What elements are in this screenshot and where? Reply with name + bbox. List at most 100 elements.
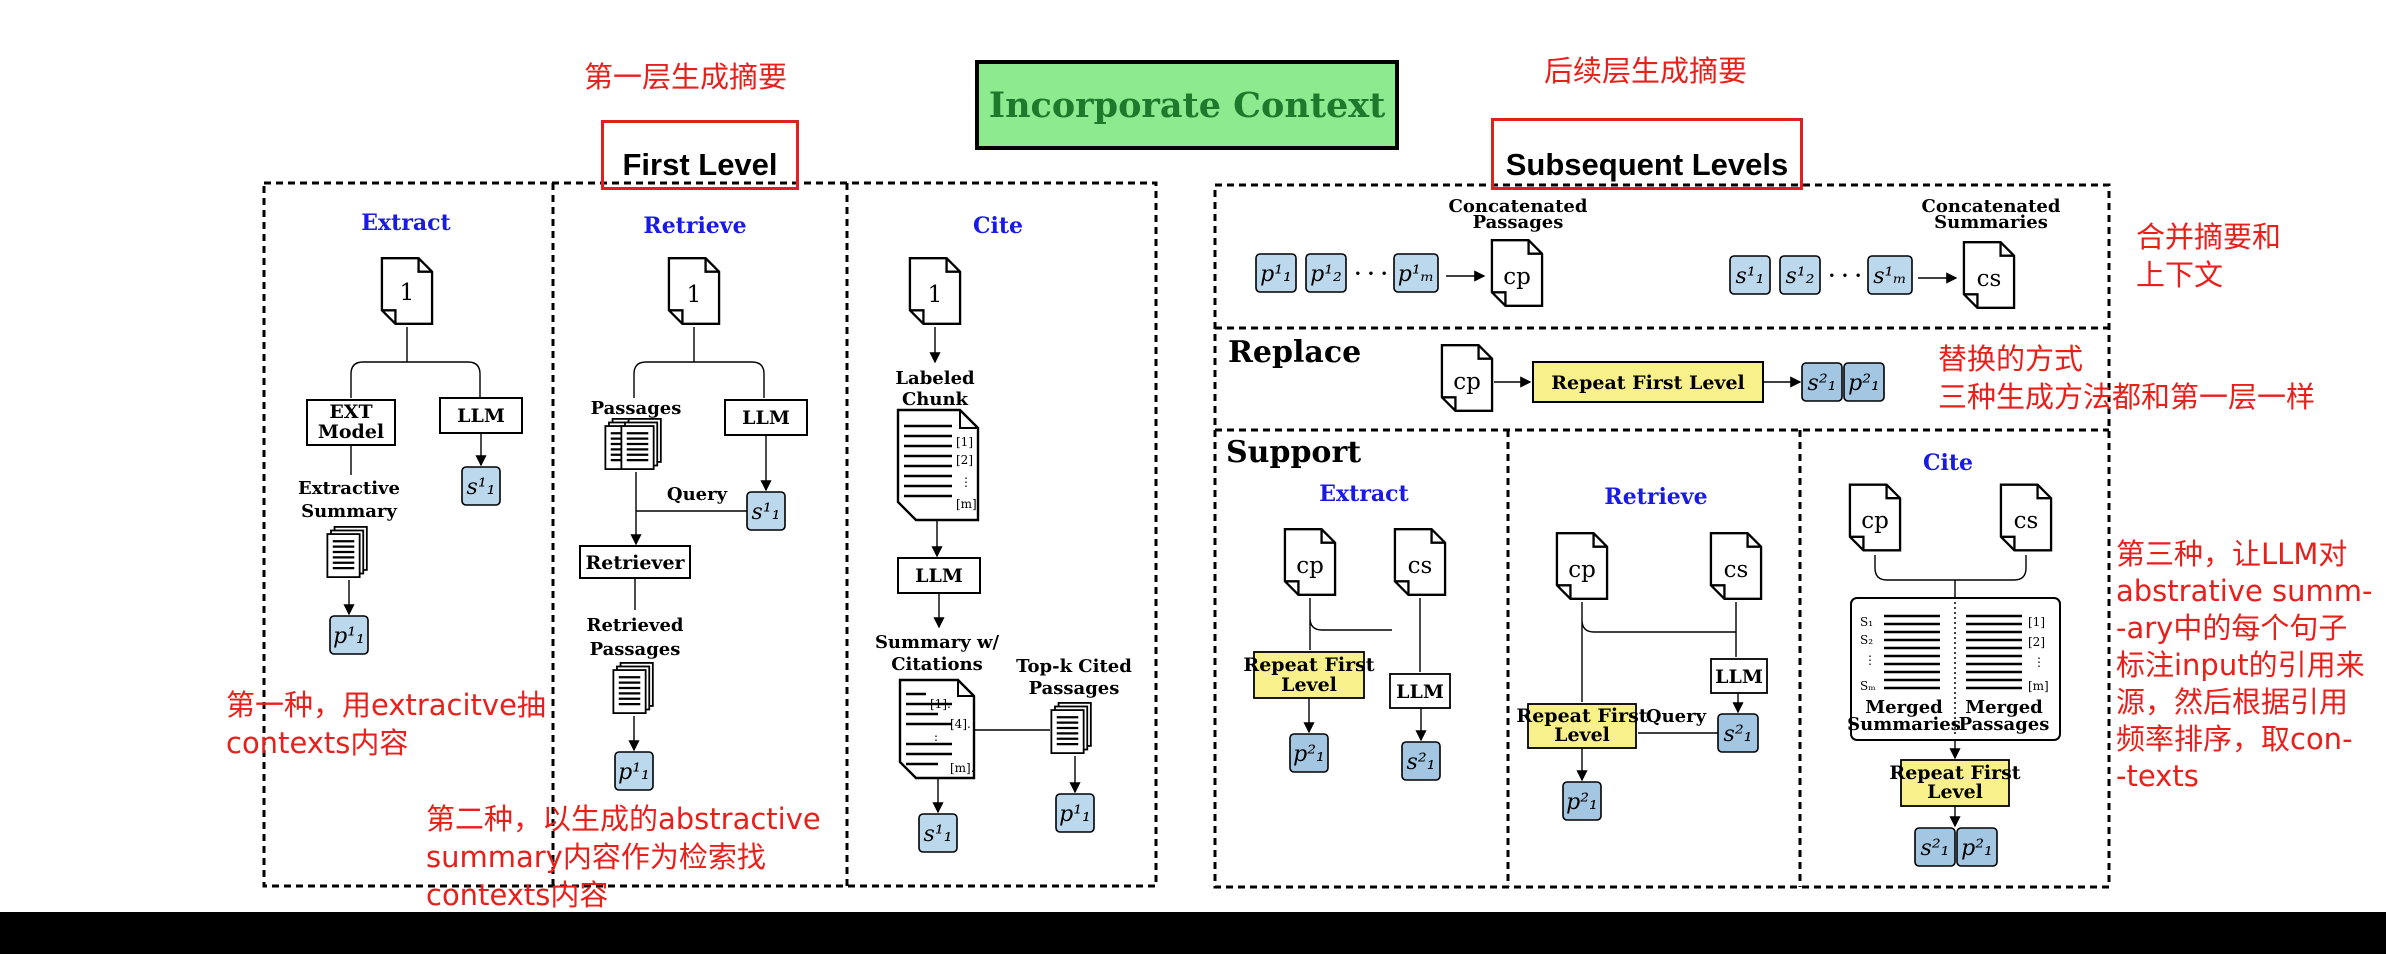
concat-passages-label-1: Concatenated (1449, 196, 1588, 217)
extractive-summary-label-1: Extractive (298, 478, 400, 499)
note-merge: 合并摘要和 上下文 (2136, 220, 2282, 292)
support-retrieve-title: Retrieve (1604, 484, 1707, 510)
support-retrieve-repeat-label-2: Level (1554, 724, 1610, 746)
support-extract-p-token-label: p²₁ (1293, 742, 1325, 767)
support-cite-s-token (1914, 827, 1956, 867)
extract-p-token-label: p¹₁ (333, 624, 365, 649)
summary-tag-1: [1]. (930, 697, 951, 711)
concat-p-token-m-label: p¹ₘ (1398, 262, 1434, 287)
support-extract-repeat-label-1: Repeat First (1243, 654, 1374, 676)
retrieve-p-token-label: p¹₁ (618, 760, 650, 785)
merged-passages-label-2: Passages (1959, 714, 2050, 735)
note-first-level: 第一层生成摘要 (584, 60, 788, 94)
concat-s-token-1-label: s¹₁ (1736, 264, 1765, 289)
support-extract-llm-box (1389, 673, 1451, 709)
concat-p-token-m (1393, 253, 1439, 293)
retrieve-s-token-label: s¹₁ (752, 500, 781, 525)
labeled-chunk-document-icon (896, 408, 980, 522)
summary-citations-label-2: Citations (891, 654, 983, 675)
merged-summaries-label-1: Merged (1865, 697, 1943, 718)
retrieve-llm-box (724, 399, 808, 436)
note-replace: 替换的方式 三种生成方法都和第一层一样 (1938, 342, 2316, 414)
merged-summaries-label-2: Summaries (1847, 714, 1961, 735)
replace-p-token (1843, 362, 1885, 402)
note-subsequent-levels: 后续层生成摘要 (1544, 54, 1748, 88)
chunk-tag-3: ⋮ (960, 475, 972, 489)
concat-s-token-2-label: s¹₂ (1786, 264, 1815, 289)
retrieved-passages-label-2: Passages (590, 639, 681, 660)
replace-title: Replace (1228, 335, 1361, 370)
support-retrieve-llm-box (1710, 658, 1768, 694)
support-retrieve-s-token-label: s²₁ (1724, 722, 1753, 747)
subsequent-frame (1213, 183, 2111, 889)
note-retrieve: 第二种，以生成的abstractive summary内容作为检索找 conte… (426, 802, 821, 912)
concat-p-token-1-label: p¹₁ (1260, 262, 1292, 287)
merged-p-tag-3: ⋮ (2033, 655, 2045, 669)
retrieve-p-token (614, 751, 654, 791)
note-cite: 第三种，让LLM对 abstrative summ- -ary中的每个句子 标注… (2116, 537, 2373, 793)
first-level-heading: First Level (601, 120, 799, 190)
retrieve-branch-lines (633, 327, 765, 398)
retriever-label: Retriever (585, 552, 685, 574)
support-extract-lines (1309, 598, 1421, 672)
cite-document-label: 1 (928, 282, 943, 308)
retrieve-llm-label: LLM (742, 407, 790, 429)
support-extract-p-token (1289, 733, 1329, 773)
merged-summaries-lines (1884, 614, 1940, 690)
support-cite-p-token-label: p²₁ (1961, 836, 1993, 861)
ext-model-label-2: Model (318, 421, 384, 443)
retriever-box (579, 545, 691, 579)
concat-cs-label: cs (1977, 266, 2002, 292)
cite-llm-label: LLM (915, 565, 963, 587)
incorporate-context-title: Incorporate Context (975, 60, 1399, 150)
support-retrieve-llm-label: LLM (1715, 666, 1763, 688)
cite-p-token (1055, 793, 1095, 833)
support-title: Support (1226, 435, 1361, 470)
concat-s-dots: · · · (1828, 265, 1861, 287)
extract-p-token (329, 615, 369, 655)
concat-cp-label: cp (1503, 264, 1531, 290)
merged-p-tag-4: [m] (2028, 679, 2049, 693)
cite-s-token (918, 813, 958, 853)
support-cite-repeat-box (1900, 759, 2010, 807)
support-retrieve-p-token-label: p²₁ (1566, 790, 1598, 815)
summary-citations-document-icon (898, 678, 976, 780)
merged-passages-label-1: Merged (1965, 697, 2043, 718)
summary-citations-label-1: Summary w/ (875, 632, 1000, 653)
concat-p-token-1 (1255, 253, 1297, 293)
support-retrieve-query-label: Query (1646, 706, 1707, 727)
extract-s-token (461, 466, 501, 506)
chunk-tag-2: [2] (956, 453, 973, 467)
replace-s-token (1801, 362, 1843, 402)
support-retrieve-lines (1581, 602, 1737, 702)
extract-s-token-label: s¹₁ (467, 475, 496, 500)
summary-tag-2: [4]. (950, 717, 971, 731)
support-retrieve-cp-label: cp (1568, 557, 1596, 583)
extract-title: Extract (361, 210, 451, 236)
support-retrieve-p-token (1562, 781, 1602, 821)
chunk-tag-4: [m] (956, 497, 977, 511)
bottom-black-bar (0, 912, 2386, 954)
merged-passages-lines (1966, 614, 2022, 690)
merged-s-tag-4: Sₘ (1860, 679, 1876, 693)
extract-llm-label: LLM (457, 405, 505, 427)
retrieve-title: Retrieve (643, 213, 746, 239)
chunk-tag-1: [1] (956, 435, 973, 449)
note-extract: 第一种，用extracitve抽 contexts内容 (226, 688, 546, 760)
support-cite-title: Cite (1923, 450, 1973, 476)
support-extract-title: Extract (1319, 481, 1409, 507)
retrieve-query-label: Query (667, 484, 728, 505)
retrieve-passages-stack-icon (604, 418, 662, 470)
ext-model-label-1: EXT (329, 401, 372, 423)
retrieved-passages-stack-icon (612, 662, 654, 714)
topk-passages-stack-icon (1050, 702, 1092, 754)
merged-p-tag-2: [2] (2028, 635, 2045, 649)
retrieved-passages-label-1: Retrieved (587, 615, 684, 636)
summary-tag-4: [m]. (950, 761, 975, 775)
support-cite-cs-label: cs (2014, 508, 2039, 534)
cite-p-token-label: p¹₁ (1059, 802, 1091, 827)
concat-p-token-2-label: p¹₂ (1310, 262, 1342, 287)
topk-cited-label-2: Passages (1029, 678, 1120, 699)
merged-s-tag-3: ⋮ (1864, 653, 1876, 667)
